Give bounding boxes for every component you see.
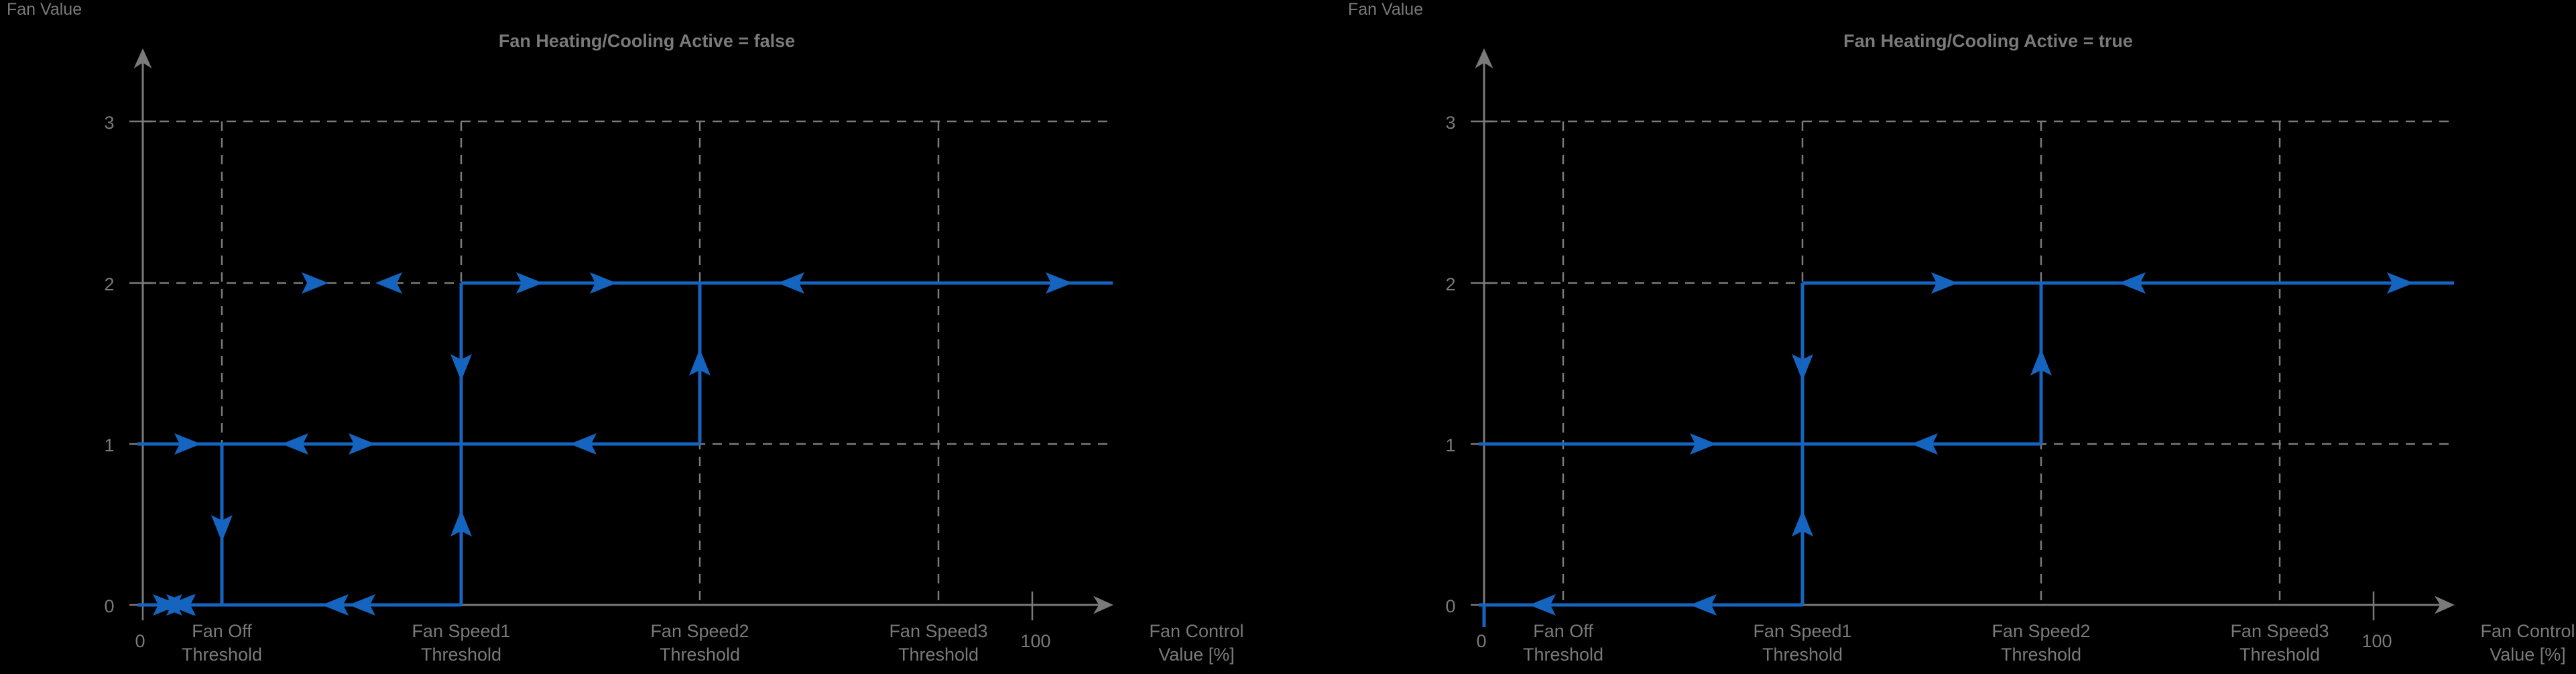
panel-fan-heating-cooling-true: Fan Value Fan Heating/Cooling Active = t… <box>1288 0 2575 674</box>
direction-arrows <box>153 272 711 616</box>
arrow-left-level2-end <box>1046 272 1072 294</box>
threshold-label-fan-speed1-line2: Threshold <box>1762 644 1843 665</box>
arrow-left-level1 <box>1690 433 1717 455</box>
arrow-right-level2 <box>2119 272 2146 294</box>
direction-arrows <box>1529 272 2414 616</box>
chart-title: Fan Heating/Cooling Active = false <box>499 31 795 51</box>
threshold-label-fan-speed1-line1: Fan Speed1 <box>412 621 510 641</box>
ytick-label-1: 1 <box>104 435 114 455</box>
arrow-right-level0-mid <box>168 594 194 616</box>
threshold-label-fan-speed3-line1: Fan Speed3 <box>2230 621 2329 641</box>
threshold-label-fan-off-line2: Threshold <box>1523 644 1603 665</box>
x-axis-title-line2: Value [%] <box>2490 644 2566 665</box>
arrow-up-fan-speed1 <box>1792 510 1813 537</box>
threshold-label-fan-speed3-line2: Threshold <box>2240 644 2320 665</box>
arrow-right-level1 <box>282 433 308 455</box>
ytick-label-0: 0 <box>104 596 114 616</box>
threshold-label-fan-speed3-line1: Fan Speed3 <box>889 621 987 641</box>
arrow-right-level2 <box>375 272 402 294</box>
arrow-up-fan-speed2 <box>689 349 711 376</box>
threshold-label-fan-speed1-line1: Fan Speed1 <box>1753 621 1851 641</box>
ytick-label-2: 2 <box>104 274 114 294</box>
arrow-up-fan-speed2 <box>2030 349 2052 376</box>
arrow-left-level2-main <box>590 272 617 294</box>
chart-title: Fan Heating/Cooling Active = true <box>1843 31 2133 51</box>
arrow-left-level2-a <box>302 272 328 294</box>
arrow-down-fan-speed1 <box>450 354 472 381</box>
arrow-left-level2-a <box>1931 272 1958 294</box>
y-axis-title: Fan Value <box>7 0 82 19</box>
arrow-right-level1 <box>1911 433 1938 455</box>
arrow-right-level0-a <box>1529 594 1556 616</box>
threshold-label-fan-speed2-line2: Threshold <box>660 644 740 665</box>
threshold-label-fan-off-line2: Threshold <box>182 644 262 665</box>
arrow-left-level2-b <box>2387 272 2414 294</box>
arrow-right-level0-main <box>349 594 375 616</box>
threshold-label-fan-speed3-line2: Threshold <box>898 644 979 665</box>
x-axis-title-line1: Fan Control <box>1149 621 1243 641</box>
x-axis-title-line1: Fan Control <box>2480 621 2575 641</box>
chart-fan-heating-cooling-true: Fan Value Fan Heating/Cooling Active = t… <box>1348 0 2575 665</box>
arrow-left-level1-main <box>349 433 375 455</box>
arrow-right-level2-main <box>778 272 804 294</box>
y-axis-title: Fan Value <box>1348 0 1423 19</box>
arrow-left-level2-b <box>516 272 543 294</box>
xtick-label-100: 100 <box>1020 631 1050 651</box>
arrow-left-level1 <box>174 433 201 455</box>
threshold-label-fan-off-line1: Fan Off <box>1533 621 1593 641</box>
trace-group <box>137 281 1113 607</box>
threshold-label-fan-speed2-line1: Fan Speed2 <box>1991 621 2090 641</box>
threshold-label-fan-off-line1: Fan Off <box>192 621 252 641</box>
chart-fan-heating-cooling-false: Fan Value Fan Heating/Cooling Active = f… <box>7 0 1244 665</box>
arrow-up-fan-speed1 <box>450 510 472 537</box>
arrow-left-level0-b <box>153 594 180 616</box>
ytick-label-2: 2 <box>1445 274 1455 294</box>
threshold-label-fan-speed1-line2: Threshold <box>421 644 501 665</box>
arrow-down-fan-speed1 <box>1792 354 1813 381</box>
arrow-right-level0-c <box>322 594 349 616</box>
x-axis-title-line2: Value [%] <box>1158 644 1235 665</box>
threshold-label-fan-speed2-line2: Threshold <box>2001 644 2081 665</box>
arrow-down-fan-off <box>211 515 233 542</box>
panel-fan-heating-cooling-false: Fan Value Fan Heating/Cooling Active = f… <box>7 0 1244 665</box>
ytick-label-3: 3 <box>1445 113 1455 133</box>
ytick-label-0: 0 <box>1445 596 1455 616</box>
xtick-label-0: 0 <box>1476 631 1486 651</box>
arrow-right-level1-main <box>570 433 597 455</box>
arrow-right-level0-b <box>1690 594 1717 616</box>
trace-group <box>1479 281 2454 627</box>
ytick-label-1: 1 <box>1445 435 1455 455</box>
xtick-label-0: 0 <box>135 631 145 651</box>
ytick-label-3: 3 <box>104 113 114 133</box>
arrow-overlay <box>349 272 1072 616</box>
threshold-label-fan-speed2-line1: Fan Speed2 <box>650 621 749 641</box>
xtick-label-100: 100 <box>2362 631 2392 651</box>
